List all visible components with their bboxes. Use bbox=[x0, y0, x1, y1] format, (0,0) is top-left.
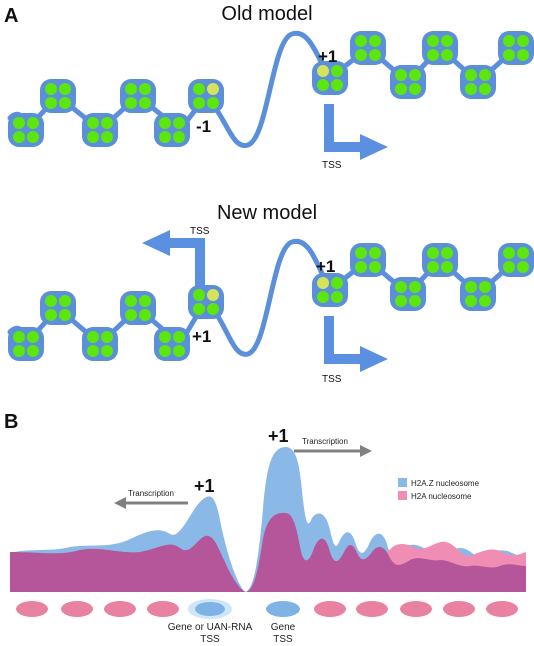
panel-b-label: B bbox=[4, 411, 18, 433]
new-tss-bottom-label: TSS bbox=[322, 374, 342, 385]
transcription-right-label: Transcription bbox=[302, 437, 348, 446]
legend-swatch-h2a bbox=[398, 491, 407, 500]
transcription-left-label: Transcription bbox=[128, 489, 174, 498]
tss-right-line1: Gene bbox=[271, 622, 296, 633]
old-minus-one-label: -1 bbox=[196, 117, 211, 136]
new-tss-arrow-right bbox=[324, 316, 388, 372]
nucleosome-ovals bbox=[16, 599, 518, 619]
legend-label-h2az: H2A.Z nucleosome bbox=[411, 479, 480, 488]
new-plus-one-left-label: +1 bbox=[192, 327, 211, 346]
old-model-chromatin bbox=[7, 30, 534, 148]
new-plus-one-right-label: +1 bbox=[316, 257, 335, 276]
legend-swatch-h2az bbox=[398, 478, 407, 487]
b-plus-one-left: +1 bbox=[194, 476, 215, 496]
legend-label-h2a: H2A nucleosome bbox=[411, 492, 472, 501]
old-tss-arrow bbox=[324, 104, 388, 160]
new-tss-top-label: TSS bbox=[190, 226, 210, 237]
tss-left-line2: TSS bbox=[200, 634, 220, 645]
legend: H2A.Z nucleosome H2A nucleosome bbox=[398, 478, 480, 501]
transcription-left-arrow bbox=[114, 497, 188, 509]
new-tss-arrow-left bbox=[142, 230, 205, 290]
b-plus-one-right: +1 bbox=[268, 426, 289, 446]
new-model-title: New model bbox=[217, 202, 317, 224]
new-model-chromatin bbox=[7, 238, 534, 361]
old-plus-one-label: +1 bbox=[318, 47, 337, 66]
old-model-title: Old model bbox=[221, 3, 312, 25]
transcription-right-arrow bbox=[294, 445, 372, 457]
panel-a-label: A bbox=[4, 5, 18, 27]
h2a-profile bbox=[10, 512, 526, 592]
tss-left-line1: Gene or UAN-RNA bbox=[168, 622, 253, 633]
tss-right-line2: TSS bbox=[273, 634, 293, 645]
old-tss-label: TSS bbox=[322, 160, 342, 171]
